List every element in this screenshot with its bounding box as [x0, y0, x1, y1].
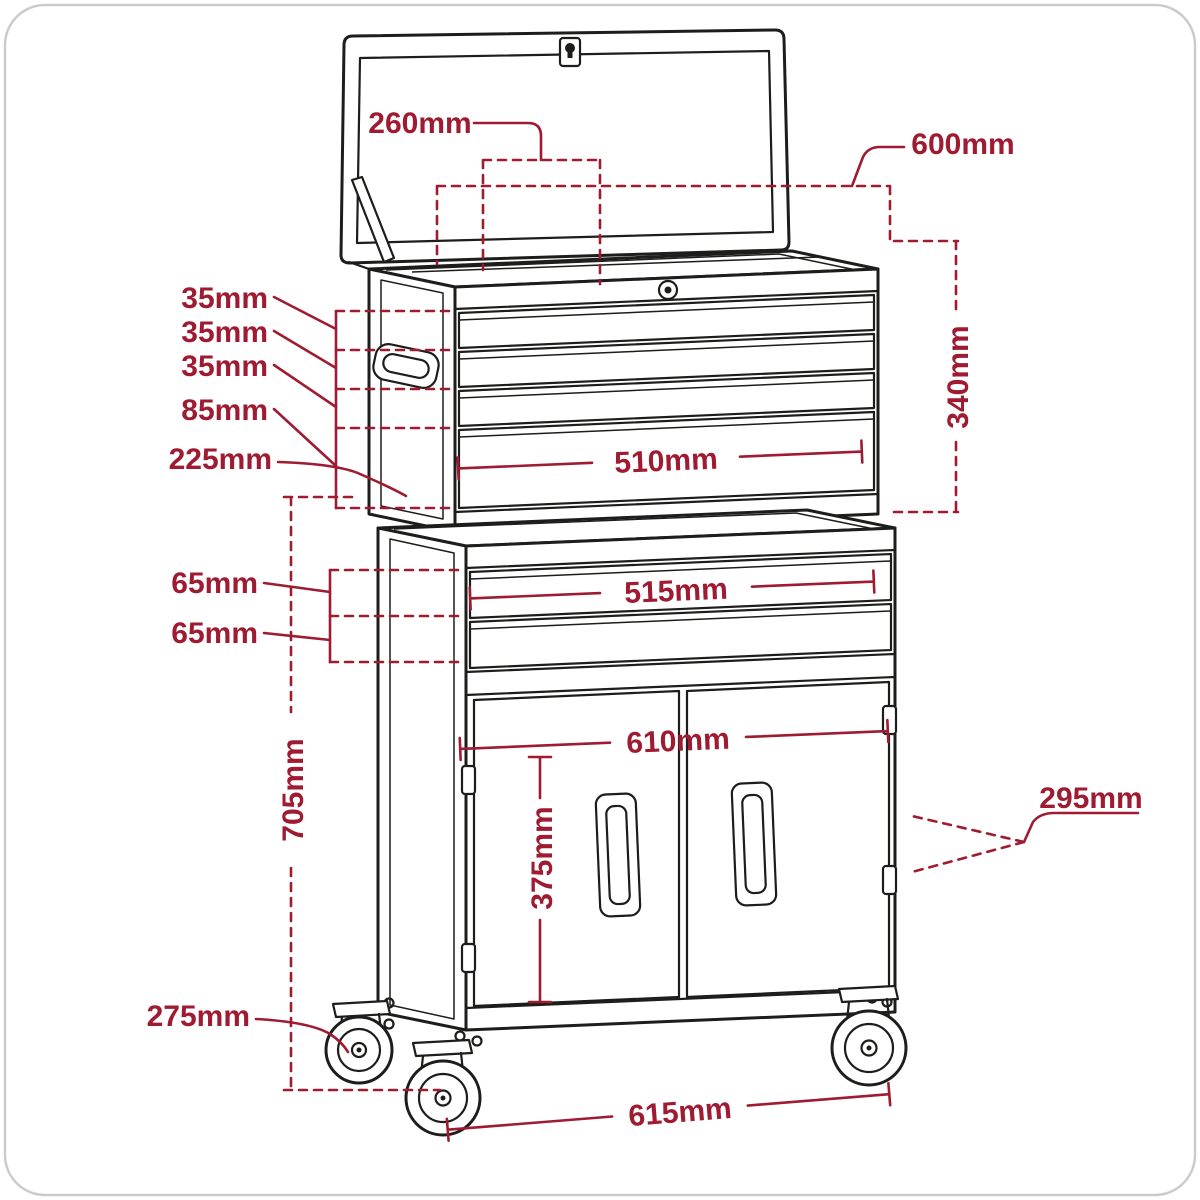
chest-drawer-1: [457, 293, 876, 350]
dim-705: 705mm: [277, 495, 442, 1092]
dim-label-610: 610mm: [626, 723, 731, 760]
dim-label-35-3: 35mm: [181, 350, 268, 383]
dim-295: 295mm: [910, 782, 1143, 874]
dim-label-510: 510mm: [614, 443, 719, 480]
dim-510: 510mm: [456, 439, 864, 481]
cabinet-drawer-2: [468, 602, 893, 670]
dim-label-35-1: 35mm: [181, 282, 268, 315]
cupboard-door-left: [472, 689, 681, 1008]
dim-label-600: 600mm: [911, 128, 1014, 161]
chest-drawer-4: [457, 410, 876, 510]
dim-label-375: 375mm: [526, 806, 559, 909]
dim-260: 260mm: [368, 107, 602, 286]
dim-375: 375mm: [526, 755, 559, 1004]
dim-615: 615mm: [445, 1081, 892, 1142]
dim-label-275: 275mm: [147, 1000, 250, 1033]
cabinet-line-art: [324, 28, 908, 1137]
base-bolt: [383, 1018, 395, 1030]
dim-cab-drawers: 65mm 65mm: [171, 567, 466, 664]
lid-stay-arm: [350, 175, 396, 264]
dim-label-705: 705mm: [277, 738, 310, 841]
chest-side-handle: [372, 343, 440, 389]
casters: [324, 984, 908, 1137]
chest-lock-icon: [657, 279, 679, 301]
dim-340: 340mm: [892, 239, 975, 514]
door-hinge: [881, 704, 898, 736]
dim-610: 610mm: [458, 718, 890, 762]
dim-label-515: 515mm: [624, 573, 729, 610]
chest-drawer-3: [457, 371, 876, 428]
door-handle-right: [730, 781, 778, 907]
dim-label-260: 260mm: [368, 107, 471, 140]
dimension-annotations: 260mm 600mm 35mm 35mm 35mm 85mm 225mm: [147, 107, 1143, 1142]
dim-label-65-2: 65mm: [171, 617, 258, 650]
dim-label-65-1: 65mm: [171, 567, 258, 600]
base-bolt: [471, 1035, 483, 1047]
dim-600: 600mm: [435, 128, 1015, 266]
dim-label-340: 340mm: [942, 325, 975, 428]
dim-label-615: 615mm: [627, 1092, 733, 1133]
page-frame: [3, 3, 1197, 1197]
dim-label-295: 295mm: [1039, 782, 1142, 815]
door-hinge: [460, 764, 477, 796]
caster-back-left: [324, 999, 394, 1085]
caster-front-left: [404, 1038, 482, 1137]
top-chest: [367, 249, 880, 534]
cabinet-side-panel: [376, 526, 468, 1032]
door-hinge: [460, 942, 477, 974]
dim-chest-drawers: 35mm 35mm 35mm 85mm: [181, 282, 454, 510]
roller-cabinet: [376, 508, 898, 1047]
door-handle-left: [594, 792, 642, 918]
dim-label-85: 85mm: [181, 394, 268, 427]
base-bolt: [454, 1030, 466, 1042]
chest-drawer-2: [457, 332, 876, 389]
open-lid: [339, 28, 794, 271]
dim-225: 225mm: [169, 443, 408, 498]
dim-label-35-2: 35mm: [181, 316, 268, 349]
dim-label-225: 225mm: [169, 443, 272, 476]
dim-515: 515mm: [468, 569, 876, 611]
dim-275: 275mm: [147, 1000, 350, 1054]
door-hinge: [881, 864, 898, 896]
chest-side-panel: [367, 267, 457, 534]
caster-right: [830, 984, 908, 1087]
